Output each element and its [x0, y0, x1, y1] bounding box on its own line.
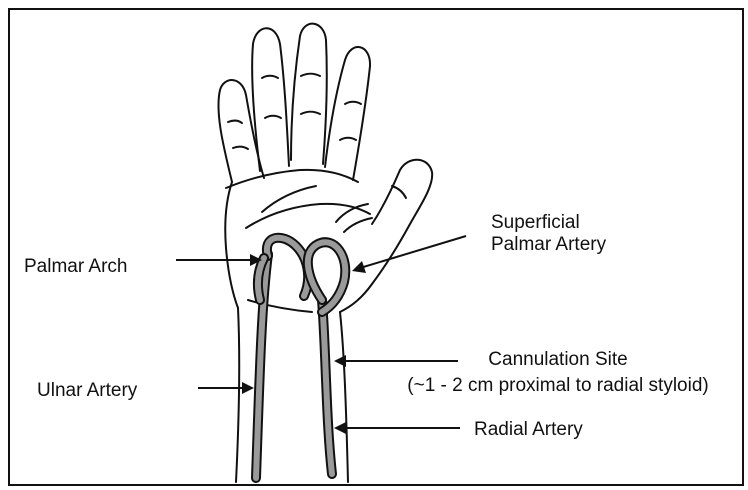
finger-crease: [233, 147, 248, 149]
finger-crease: [228, 121, 242, 123]
ulnar-artery-arrowhead: [242, 382, 254, 394]
superficial-palmar-artery-arrow: [360, 236, 466, 268]
index-finger: [218, 80, 264, 182]
thumb-crease: [392, 186, 406, 198]
thumb: [340, 160, 432, 312]
superficial-palmar-artery-label-line1: Superficial: [491, 212, 606, 234]
palm-left-edge: [225, 182, 238, 308]
finger-crease: [301, 74, 320, 76]
little-finger: [325, 47, 370, 180]
radial-artery-arrowhead: [334, 422, 346, 434]
palmar-arch-label: Palmar Arch: [24, 256, 127, 278]
palm-crease: [246, 204, 370, 228]
palm-crease: [262, 186, 316, 212]
wrist-right-edge: [340, 312, 348, 482]
palm-crease: [344, 218, 372, 232]
cannulation-site-arrowhead: [334, 355, 346, 367]
ring-finger: [291, 24, 327, 164]
cannulation-site-label-line2: (~1 - 2 cm proximal to radial styloid): [378, 375, 738, 397]
cannulation-site-label: Cannulation Site (~1 - 2 cm proximal to …: [378, 349, 738, 397]
superficial-palmar-artery-label: Superficial Palmar Artery: [491, 212, 606, 256]
finger-crease: [345, 102, 361, 104]
superficial-palmar-artery-label-line2: Palmar Artery: [491, 234, 606, 256]
finger-crease: [301, 112, 320, 114]
palm-crease: [226, 170, 358, 188]
finger-crease: [340, 138, 356, 140]
radial-artery-label: Radial Artery: [474, 419, 583, 441]
ulnar-artery-label: Ulnar Artery: [37, 380, 137, 402]
palmar-arch-loop-left: [267, 238, 308, 296]
finger-crease: [262, 76, 278, 78]
superficial-palmar-artery-arrowhead: [352, 261, 366, 273]
artery-group: [256, 238, 345, 478]
finger-crease: [265, 116, 281, 118]
cannulation-site-label-line1: Cannulation Site: [378, 349, 738, 371]
middle-finger: [252, 28, 289, 171]
wrist-left-edge: [236, 308, 239, 482]
